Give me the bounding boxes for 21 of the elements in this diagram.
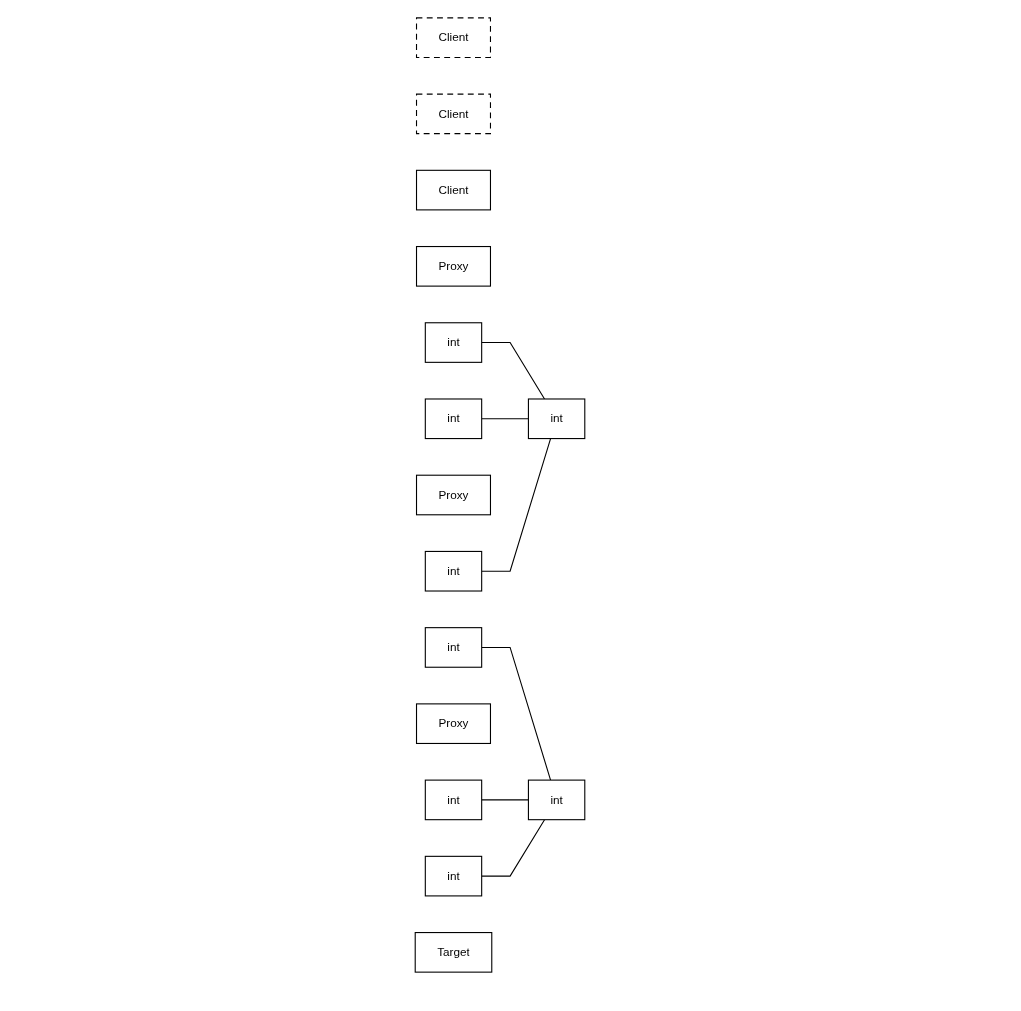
node-box: Client [415, 93, 492, 135]
connector [481, 438, 552, 572]
node-box: Proxy [415, 703, 492, 744]
node-box: int [424, 627, 483, 668]
node-box: int [424, 855, 483, 897]
node-box: Client [415, 17, 492, 58]
node-box: Client [415, 169, 492, 211]
connector [481, 799, 529, 801]
node-box: int [424, 398, 483, 440]
connector [481, 646, 552, 781]
node-box: int [424, 322, 483, 363]
connector [481, 342, 546, 400]
connector [481, 418, 529, 420]
node-box: int [527, 779, 586, 821]
node-box: int [424, 550, 483, 592]
connector [481, 819, 546, 877]
node-box: Target [414, 932, 493, 973]
node-box: Proxy [415, 246, 492, 287]
node-box: Proxy [415, 474, 492, 516]
node-box: int [527, 398, 586, 440]
node-box: int [424, 779, 483, 821]
